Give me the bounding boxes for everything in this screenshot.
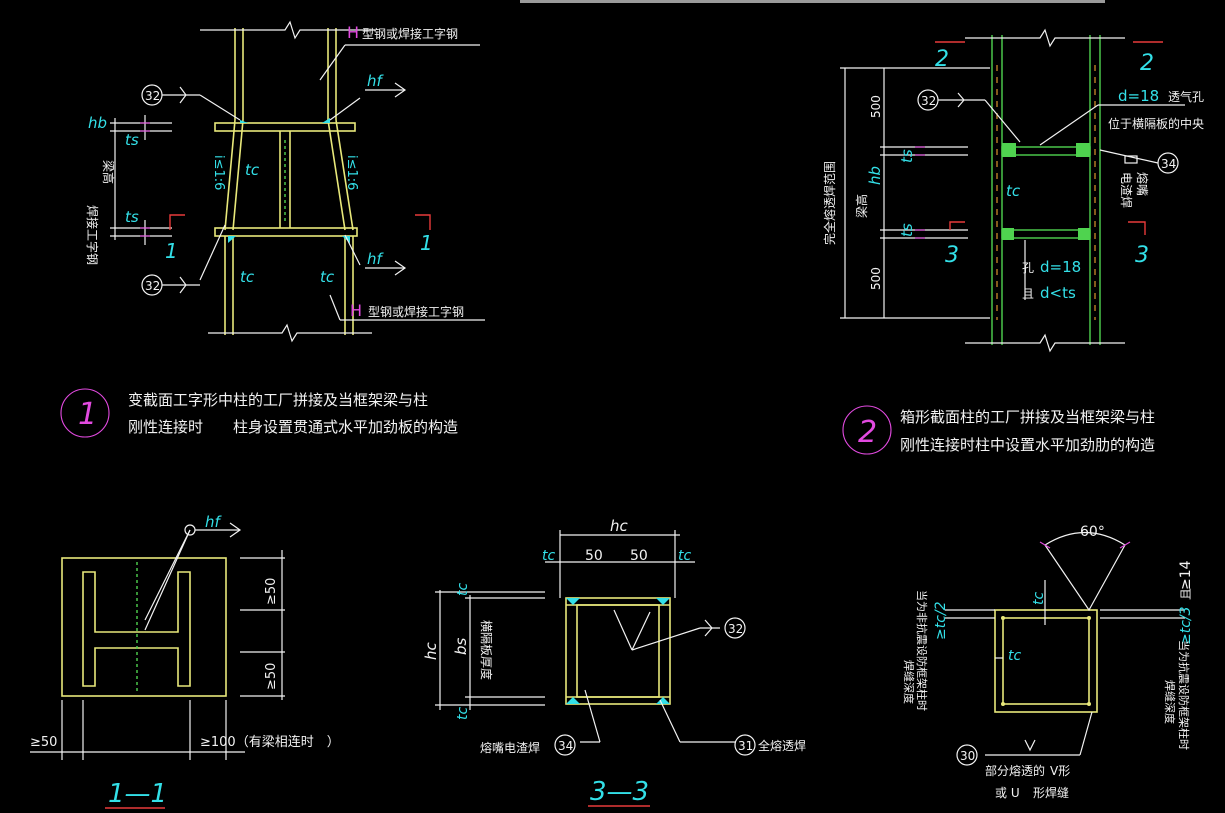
left-note-1: 当为非抗震设防框架柱时 xyxy=(915,590,929,711)
ts-2-top: ts xyxy=(898,149,916,163)
angle-60: 60° xyxy=(1080,524,1105,540)
hole-and: 且 xyxy=(1022,287,1034,301)
right-dim: ≥tc/3 xyxy=(1178,606,1194,645)
ts-top: ts xyxy=(125,131,139,149)
tc-corner-top: tc xyxy=(1031,592,1047,605)
detail-2-number: 2 xyxy=(858,415,877,450)
section-3-3-title: 3—3 xyxy=(590,777,649,807)
tc-3-top: tc xyxy=(455,583,471,596)
hf-1-1: hf xyxy=(205,513,223,531)
partial-pen: 部分熔透的 xyxy=(985,763,1045,778)
vent-d18: d=18 xyxy=(1118,87,1159,105)
detail-1 xyxy=(60,20,485,438)
note-top: 型钢或焊接工字钢 xyxy=(362,26,458,41)
weld-34-2: 34 xyxy=(1161,157,1176,171)
i-section-shape xyxy=(82,571,191,687)
hf-bottom: hf xyxy=(367,250,385,268)
ess-2: 电渣焊 xyxy=(1119,172,1134,208)
note-bottom: 型钢或焊接工字钢 xyxy=(368,304,464,319)
right-note-2: 焊缝深度 xyxy=(1163,680,1177,724)
d50-left: 50 xyxy=(585,548,603,564)
hole-d18: d=18 xyxy=(1040,258,1081,276)
beam-height-label: 梁高 xyxy=(101,160,116,184)
section-3-3 xyxy=(435,530,756,807)
slope-left: i≤1:6 xyxy=(211,155,226,190)
tc-mid: tc xyxy=(245,161,260,179)
corner-weld-detail xyxy=(945,531,1185,766)
sec-2-right: 2 xyxy=(1140,51,1154,76)
detail-1-caption-line1: 变截面工字形中柱的工厂拼接及当框架梁与柱 xyxy=(128,391,428,409)
tc-left: tc xyxy=(240,268,255,286)
groove-weld: 形焊缝 xyxy=(1033,785,1069,800)
ge50-top: ≥50 xyxy=(264,578,279,605)
beam-height-2: 梁高 xyxy=(854,194,869,218)
d50-right: 50 xyxy=(630,548,648,564)
ge50-mid: ≥50 xyxy=(264,663,279,690)
tc-2: tc xyxy=(1006,182,1021,200)
weld-32-3: 32 xyxy=(728,622,743,636)
hc-side: hc xyxy=(422,641,440,660)
center-note: 位于横隔板的中央 xyxy=(1108,116,1204,131)
tc-3-bottom: tc xyxy=(455,707,471,720)
hb-label: hb xyxy=(88,114,107,132)
sec-3-left: 3 xyxy=(945,243,959,268)
h-label-top: H xyxy=(347,23,359,42)
plate-thickness: 横隔板厚度 xyxy=(479,620,494,680)
ess-3: 熔嘴电渣焊 xyxy=(480,740,540,755)
weld-34-3: 34 xyxy=(558,739,573,753)
window-top-bar xyxy=(520,0,1105,3)
weld-31: 31 xyxy=(738,739,753,753)
h-label-bottom: H xyxy=(350,301,362,320)
ts-2-bottom: ts xyxy=(898,223,916,237)
bs-label: bs xyxy=(452,637,470,655)
ge100: ≥100（有梁相连时 ） xyxy=(200,734,340,750)
section-mark-1-left: 1 xyxy=(165,239,178,263)
detail-2-caption-line1: 箱形截面柱的工厂拼接及当框架梁与柱 xyxy=(900,408,1155,426)
slope-right: i≤1:6 xyxy=(344,155,359,190)
tc-3-right: tc xyxy=(678,548,691,564)
sec-2-left: 2 xyxy=(935,47,949,72)
detail-1-circle xyxy=(60,388,110,438)
sec-3-right: 3 xyxy=(1135,243,1149,268)
hb-2: hb xyxy=(866,166,884,185)
right-14: ≥14 xyxy=(1178,560,1194,590)
ess-1: 熔嘴 xyxy=(1135,172,1150,196)
tc-3-left: tc xyxy=(542,548,555,564)
section-mark-1-right: 1 xyxy=(420,231,433,255)
weld-30: 30 xyxy=(960,749,975,763)
left-dim: ≥tc/2 xyxy=(933,601,949,640)
dim-500-top: 500 xyxy=(869,95,883,118)
detail-2-caption-line2: 刚性连接时柱中设置水平加劲肋的构造 xyxy=(900,436,1155,454)
tc-corner-left: tc xyxy=(1008,648,1021,664)
hf-top: hf xyxy=(367,72,385,90)
left-note-2: 焊缝深度 xyxy=(902,660,916,704)
right-note-1: 当为抗震设防框架柱时 xyxy=(1177,640,1191,750)
hc-top: hc xyxy=(610,517,629,535)
vent-hole: 透气孔 xyxy=(1168,89,1204,104)
ge50-left: ≥50 xyxy=(30,735,57,750)
detail-1-number: 1 xyxy=(78,397,97,432)
section-1-1 xyxy=(30,522,285,809)
or-u: 或 U xyxy=(995,786,1020,800)
full-pen-3: 全熔透焊 xyxy=(758,738,806,753)
detail-2-circle xyxy=(842,405,892,455)
detail-1-caption-line2: 刚性连接时 柱身设置贯通式水平加劲板的构造 xyxy=(128,418,458,436)
hole-cond: d<ts xyxy=(1040,284,1076,302)
weld-32-bottom: 32 xyxy=(145,279,160,293)
section-1-1-title: 1—1 xyxy=(108,779,167,809)
detail-2 xyxy=(840,28,1185,455)
right-and: 且 xyxy=(1179,588,1193,600)
welded-i-label: 焊接工字钢 xyxy=(85,205,100,265)
full-pen-range: 完全熔透焊范围 xyxy=(822,161,837,245)
weld-32-top: 32 xyxy=(145,89,160,103)
ts-bottom: ts xyxy=(125,208,139,226)
v-groove: V形 xyxy=(1050,764,1070,778)
hole-label: 孔 xyxy=(1022,261,1034,275)
dim-500-bottom: 500 xyxy=(869,267,883,290)
weld-32-2: 32 xyxy=(921,94,936,108)
tc-right: tc xyxy=(320,268,335,286)
